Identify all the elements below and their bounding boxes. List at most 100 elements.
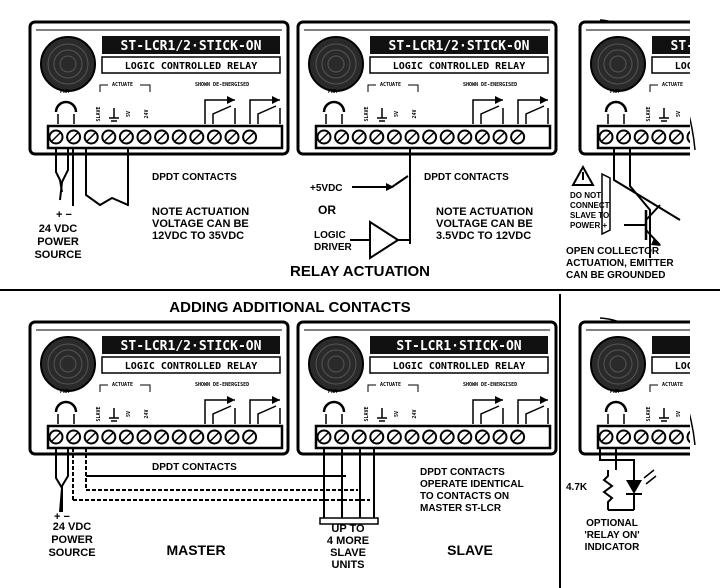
actuate-label: ACTUATE xyxy=(380,382,401,388)
screw-slot xyxy=(139,132,149,142)
contact-icon xyxy=(517,399,548,424)
module-subtitle: LOGIC CONTROLLED RELAY xyxy=(393,61,525,72)
pin-label: SLAVE xyxy=(364,106,370,121)
logic-driver-icon xyxy=(369,220,400,260)
contact-icon xyxy=(212,405,232,424)
module-title: ST-LCR1·STICK-ON xyxy=(396,339,521,354)
screw-slot xyxy=(671,132,681,142)
power-icon xyxy=(604,100,628,113)
grille-ring xyxy=(321,349,351,379)
screw-slot xyxy=(636,132,646,142)
screw-slot xyxy=(209,432,219,442)
pin-label: SLAVE xyxy=(96,106,102,121)
power-icon xyxy=(54,400,78,413)
contact-arrow xyxy=(540,396,548,404)
grille-ring xyxy=(315,343,357,385)
dpdt-label: DPDT CONTACTS xyxy=(152,462,237,473)
grille-ring xyxy=(597,43,639,85)
screw-slot xyxy=(619,432,629,442)
grille-ring xyxy=(59,355,77,373)
screw-slot xyxy=(654,432,664,442)
note-label: VOLTAGE CAN BE xyxy=(436,218,533,230)
screw-slot xyxy=(157,432,167,442)
screw-slot xyxy=(425,432,435,442)
screw-slot xyxy=(245,432,255,442)
screw-slot xyxy=(139,432,149,442)
slave-dpdt-label: TO CONTACTS ON xyxy=(420,491,509,502)
contact-icon xyxy=(249,399,280,424)
screw-slot xyxy=(513,132,523,142)
grille-ring xyxy=(609,55,627,73)
screw-slot xyxy=(192,432,202,442)
source-label: SOURCE xyxy=(48,547,95,559)
screw-slot xyxy=(708,133,716,141)
resistor-icon xyxy=(602,470,614,510)
up-to-label: 4 MORE xyxy=(327,535,369,547)
contact-arrow xyxy=(272,396,280,404)
subtitle-box xyxy=(101,356,281,374)
contact-arrow xyxy=(495,96,503,104)
screw-slot xyxy=(227,132,237,142)
slave-dpdt-label: DPDT CONTACTS xyxy=(420,467,505,478)
screw-slot xyxy=(69,132,79,142)
screw-slot xyxy=(442,132,452,142)
v5-label: +5VDC xyxy=(310,183,343,194)
master-label: MASTER xyxy=(166,542,225,558)
indicator-module: STLOGIC CONTROLLED RELAYPWRACTUATESHOWN … xyxy=(578,320,700,456)
actuate-label: ACTUATE xyxy=(662,82,683,88)
screw-slot xyxy=(319,432,329,442)
pin-label: 24V xyxy=(694,409,700,418)
grille-ring xyxy=(59,55,77,73)
screw-slot xyxy=(372,432,382,442)
screw-slot xyxy=(227,432,237,442)
pwr-label: PWR xyxy=(60,389,70,395)
section-title-contacts: ADDING ADDITIONAL CONTACTS xyxy=(169,299,410,316)
note-label: VOLTAGE CAN BE xyxy=(152,218,249,230)
grille-ring xyxy=(47,43,89,85)
polarity-label: + − xyxy=(54,511,70,523)
screw-slot xyxy=(389,132,399,142)
title-bar xyxy=(102,336,280,354)
shown-label: SHOWN DE-ENERGISED xyxy=(463,382,517,388)
grille-ring xyxy=(47,343,89,385)
screw-slot xyxy=(601,132,611,142)
led-icon xyxy=(626,480,642,494)
screw-slot xyxy=(671,432,681,442)
arrow xyxy=(386,183,394,191)
note-label: NOTE ACTUATION xyxy=(152,206,249,218)
screw-slot xyxy=(601,432,611,442)
pin-label: 5V xyxy=(394,111,400,117)
actuate-bracket xyxy=(690,385,700,392)
screw-slot xyxy=(477,432,487,442)
screw-slot xyxy=(174,132,184,142)
note-label: NOTE ACTUATION xyxy=(436,206,533,218)
grille-ring xyxy=(321,49,351,79)
actuate-bracket xyxy=(140,384,151,392)
screw-slot xyxy=(513,432,523,442)
actuate-bracket xyxy=(367,84,376,92)
wire xyxy=(61,448,69,512)
contact-icon xyxy=(525,105,545,124)
actuate-bracket xyxy=(99,84,108,92)
screw-slot xyxy=(174,432,184,442)
up-to-label: UNITS xyxy=(332,559,365,571)
pwr-label: PWR xyxy=(60,89,70,95)
subtitle-box xyxy=(369,56,549,74)
subtitle-box xyxy=(101,56,281,74)
grille-ring xyxy=(315,43,357,85)
pin-label: 24V xyxy=(412,109,418,118)
screw-slot xyxy=(477,132,487,142)
screw-slot xyxy=(460,432,470,442)
pin-label: 24V xyxy=(144,109,150,118)
title-bar xyxy=(370,36,548,54)
slave-label: SLAVE xyxy=(447,542,493,558)
contact-arrow xyxy=(227,396,235,404)
actuate-bracket xyxy=(690,85,700,92)
pin-label: SLAVE xyxy=(364,406,370,421)
